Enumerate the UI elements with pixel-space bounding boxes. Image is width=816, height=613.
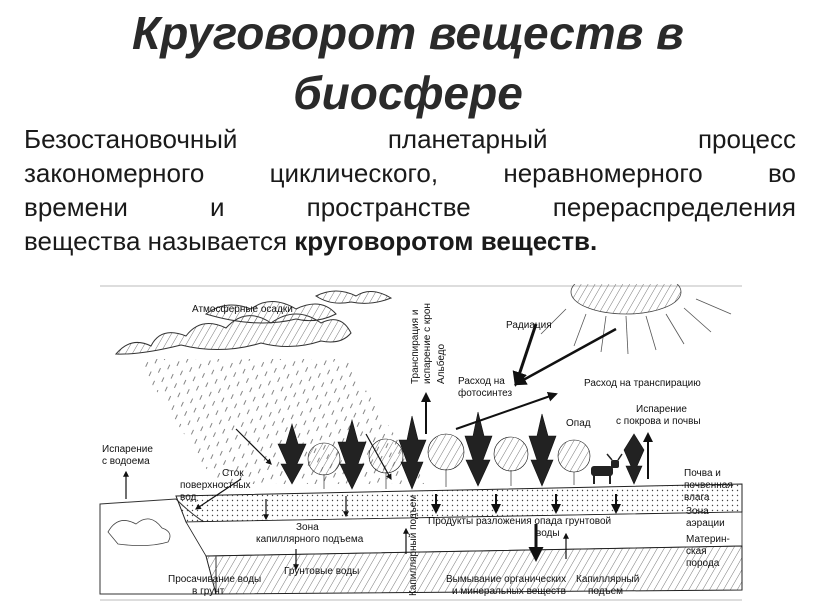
label-soil-1: Почва и: [684, 468, 721, 479]
word: Безостановочный: [24, 124, 238, 154]
word: во: [767, 158, 796, 188]
label-evap-soil-1: Испарение: [636, 404, 687, 415]
word: закономерного: [24, 158, 205, 188]
label-soil-2: почвенная: [684, 480, 733, 491]
word: циклического,: [269, 158, 439, 188]
definition-paragraph: Безостановочный планетарный процесс зако…: [24, 122, 796, 258]
label-evap-water-1: Испарение: [102, 444, 153, 455]
label-seepage-1: Просачивание воды: [168, 574, 261, 585]
label-capillary-zone-1: Зона: [296, 522, 319, 533]
forest: [277, 411, 645, 490]
sun-icon: [540, 284, 732, 355]
page-title-line-2: биосфере: [293, 67, 523, 119]
label-evap-soil-2: с покрова и почвы: [616, 416, 701, 427]
moose-icon: [591, 453, 623, 484]
label-radiation: Радиация: [506, 320, 552, 331]
vapor-cloud: [107, 518, 171, 546]
label-capillary-rise-1: Капиллярный: [576, 574, 639, 585]
label-capillary-zone-2: капиллярного подъема: [256, 534, 364, 545]
label-bedrock-3: порода: [686, 558, 720, 569]
word: процесс: [697, 124, 796, 154]
label-runoff-3: вод: [180, 492, 197, 503]
label-bedrock-2: ская: [686, 546, 707, 557]
word: неравномерного: [503, 158, 703, 188]
diagram-svg: Атмосферные осадки Транспирация и испаре…: [99, 284, 743, 601]
label-leaching-1: Вымывание органических: [446, 574, 566, 585]
groundwater-layer: [205, 545, 743, 595]
label-leaching-2: и минеральных веществ: [452, 586, 566, 597]
label-capillary-rise-2: подъем: [588, 586, 623, 597]
label-aeration-2: аэрации: [686, 518, 725, 529]
label-decomposition-2: воды: [536, 528, 560, 539]
definition-line: Безостановочный планетарный процесс: [24, 122, 796, 156]
label-groundwater: Грунтовые воды: [284, 566, 359, 577]
water-cycle-diagram: Атмосферные осадки Транспирация и испаре…: [96, 284, 746, 610]
label-precipitation: Атмосферные осадки: [192, 303, 293, 315]
label-transpiration-2: испарение с крон: [422, 303, 433, 384]
definition-line: вещества называется круговоротом веществ…: [24, 224, 796, 258]
label-transpiration-1: Транспирация и: [410, 310, 421, 384]
label-capillary-rise-vert: Капиллярный подъем: [408, 495, 419, 596]
label-aeration-1: Зона: [686, 506, 709, 517]
definition-normal-text: вещества называется: [24, 226, 295, 256]
definition-term: круговоротом веществ.: [294, 226, 598, 256]
word: пространстве: [306, 192, 471, 222]
cloud-icon: [114, 290, 393, 355]
label-bedrock-1: Материн-: [686, 534, 730, 545]
label-seepage-2: в грунт: [192, 586, 225, 597]
word: перераспределения: [552, 192, 796, 222]
label-albedo: Альбедо: [435, 343, 447, 384]
label-runoff-2: поверхностных: [180, 480, 251, 491]
word: времени: [24, 192, 128, 222]
label-decomposition: Продукты разложения опада грунтовой: [428, 516, 611, 527]
word: планетарный: [387, 124, 548, 154]
page-title-line-1: Круговорот веществ в: [132, 7, 684, 59]
label-runoff-1: Сток: [222, 468, 244, 479]
flow-arrows: [123, 323, 653, 571]
label-photosynthesis-1: Расход на: [458, 376, 505, 387]
label-transpiration-use: Расход на транспирацию: [584, 378, 701, 389]
definition-line: закономерного циклического, неравномерно…: [24, 156, 796, 190]
definition-line: времени и пространстве перераспределения: [24, 190, 796, 224]
label-soil-3: влага: [684, 492, 710, 503]
word: и: [210, 192, 225, 222]
label-evap-water-2: с водоема: [102, 456, 150, 467]
label-litter: Опад: [566, 418, 591, 429]
label-photosynthesis-2: фотосинтез: [458, 387, 513, 399]
